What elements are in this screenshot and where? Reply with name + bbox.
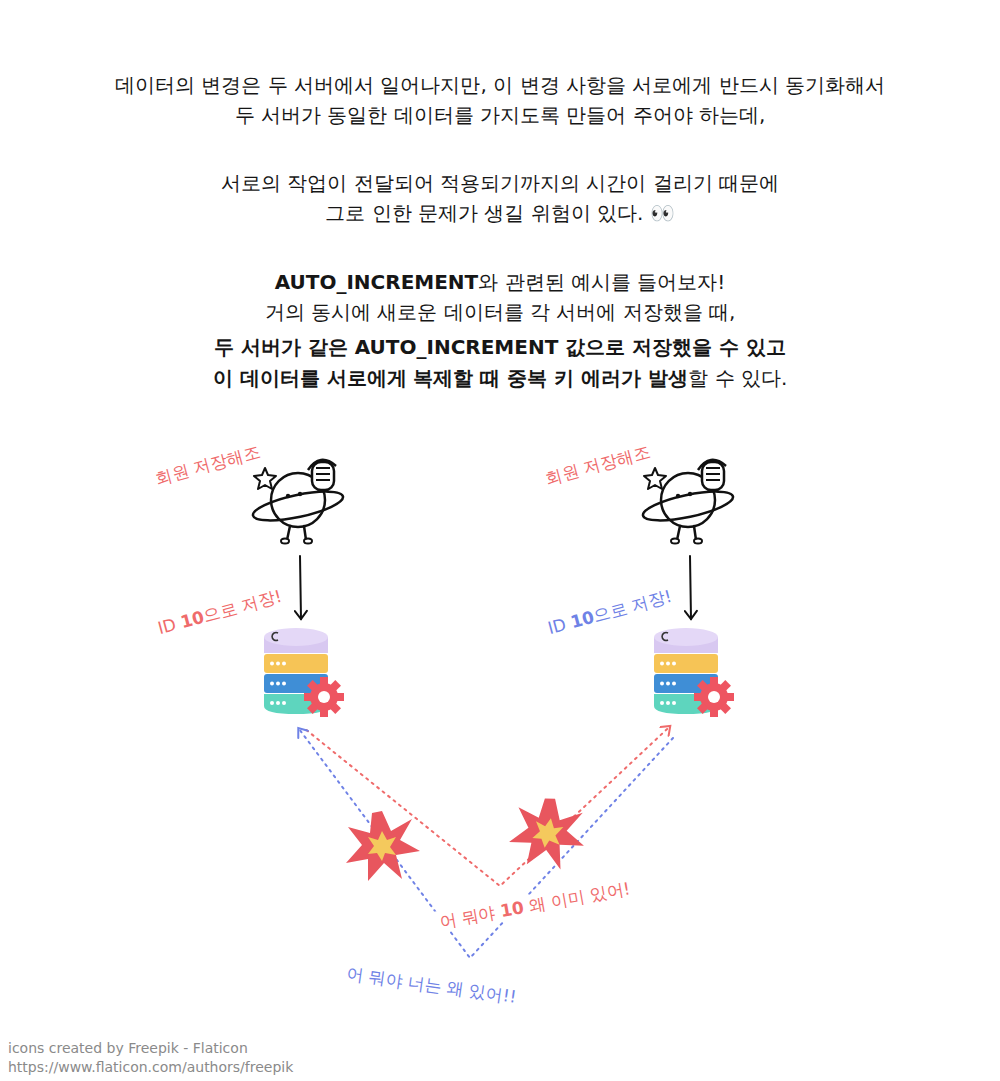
credit-text: https://www.flaticon.com/authors/freepik xyxy=(8,1058,293,1076)
planet-character xyxy=(640,448,740,548)
explosion-icon xyxy=(346,811,420,881)
paragraph-line: 서로의 작업이 전달되어 적용되기까지의 시간이 걸리기 때문에 xyxy=(0,169,1000,197)
speech-text: 회원 저장해조 xyxy=(543,440,652,489)
credit-text: icons created by Freepik - Flaticon xyxy=(8,1039,248,1057)
paragraph-line: 데이터의 변경은 두 서버에서 일어나지만, 이 변경 사항을 서로에게 반드시… xyxy=(0,71,1000,99)
database-icon xyxy=(256,625,346,720)
database-node: ID 10으로 저장! xyxy=(256,625,346,720)
flow-arrow xyxy=(300,556,301,619)
replication-line xyxy=(306,726,670,886)
paragraph-line: 두 서버가 같은 AUTO_INCREMENT 값으로 저장했을 수 있고 xyxy=(0,333,1000,361)
paragraph-line: 두 서버가 동일한 데이터를 가지도록 만들어 주어야 하는데, xyxy=(0,101,1000,129)
edge-label: 어 뭐야 너는 왜 있어!! xyxy=(342,962,523,1009)
status-text: ID 10으로 저장! xyxy=(545,585,674,639)
flow-arrow xyxy=(690,556,691,619)
explosion-icon xyxy=(505,791,592,875)
planet-character xyxy=(250,448,350,548)
paragraph-line: AUTO_INCREMENT와 관련된 예시를 들어보자! xyxy=(0,268,1000,296)
character-node: 회원 저장해조 xyxy=(640,448,740,548)
edge-label: 어 뭐야 10 왜 이미 있어! xyxy=(434,877,636,934)
database-node: ID 10으로 저장! xyxy=(646,625,736,720)
database-icon xyxy=(646,625,736,720)
character-node: 회원 저장해조 xyxy=(250,448,350,548)
paragraph-line: 그로 인한 문제가 생길 위험이 있다. 👀 xyxy=(0,199,1000,227)
status-text: ID 10으로 저장! xyxy=(155,585,284,639)
paragraph-line: 거의 동시에 새로운 데이터를 각 서버에 저장했을 때, xyxy=(0,298,1000,326)
paragraph-line: 이 데이터를 서로에게 복제할 때 중복 키 에러가 발생할 수 있다. xyxy=(0,364,1000,392)
speech-text: 회원 저장해조 xyxy=(153,440,262,489)
replication-line xyxy=(298,728,673,958)
